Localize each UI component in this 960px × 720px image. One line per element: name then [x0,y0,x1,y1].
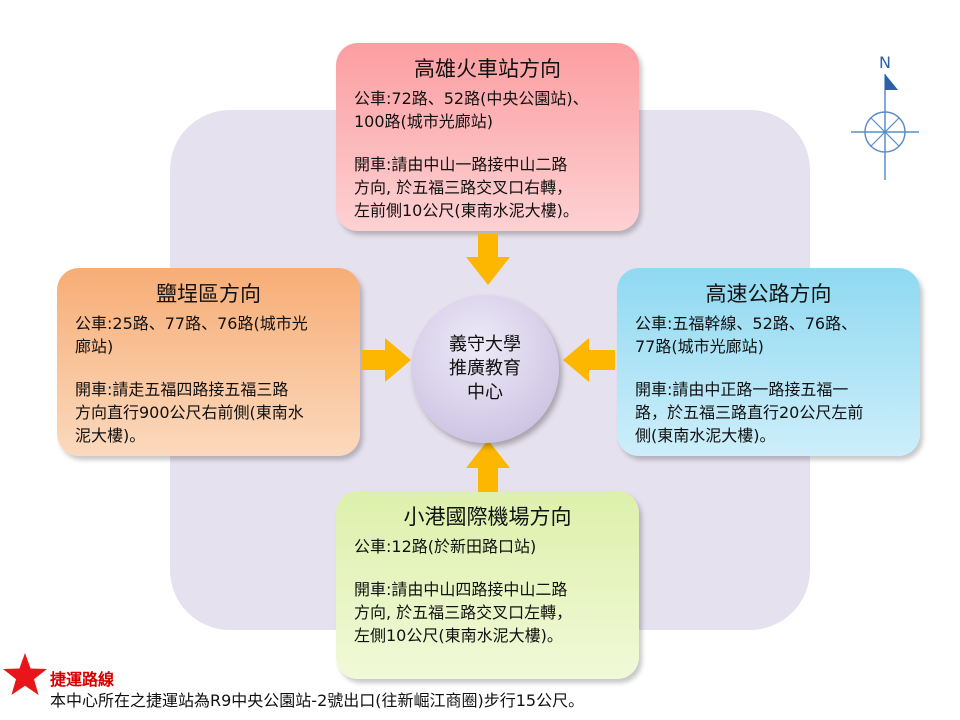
direction-box-kaohsiung-station: 高雄火車站方向 公車:72路、52路(中央公園站)、 100路(城市光廊站) 開… [336,43,639,231]
mrt-title: 捷運路線 [50,670,115,689]
box-title: 高雄火車站方向 [414,57,561,81]
box-title: 鹽埕區方向 [156,282,261,306]
car-line: 開車:請走五福四路接五福三路 [75,380,289,399]
car-line: 泥大樓)。 [75,426,146,445]
box-title: 高速公路方向 [705,282,832,306]
bus-line: 廊站) [75,337,114,356]
car-line: 方向, 於五福三路交叉口左轉， [354,603,573,622]
car-line: 側(東南水泥大樓)。 [635,426,776,445]
bus-line: 公車:五福幹線、52路、76路、 [635,314,858,333]
bus-line: 公車:25路、77路、76路(城市光 [75,314,308,333]
car-line: 方向, 於五福三路交叉口右轉， [354,178,573,197]
center-node-isu-extension-center: 義守大學 推廣教育 中心 [411,295,559,443]
arrow-left-icon [563,338,615,382]
arrow-right-icon [361,338,411,382]
bus-line: 公車:72路、52路(中央公園站)、 [354,89,589,108]
arrow-up-icon [466,440,510,492]
compass: N [843,50,923,189]
arrow-down-icon [466,233,510,285]
direction-box-airport: 小港國際機場方向 公車:12路(於新田路口站) 開車:請由中山四路接中山二路 方… [336,491,639,679]
box-title: 小港國際機場方向 [403,505,572,529]
car-line: 方向直行900公尺右前側(東南水 [75,403,304,422]
center-label-line: 義守大學 [449,334,521,355]
car-line: 開車:請由中山四路接中山二路 [354,580,568,599]
car-line: 左側10公尺(東南水泥大樓)。 [354,626,563,645]
bus-line: 77路(城市光廊站) [635,337,764,356]
mrt-description: 本中心所在之捷運站為R9中央公園站-2號出口(往新崛江商圈)步行15公尺。 [50,691,585,710]
direction-box-yancheng: 鹽埕區方向 公車:25路、77路、76路(城市光 廊站) 開車:請走五福四路接五… [57,268,360,456]
red-star-icon [3,653,47,695]
car-line: 路，於五福三路直行20公尺左前 [635,403,864,422]
center-label-line: 中心 [467,382,503,403]
car-line: 開車:請由中正路一路接五福一 [635,380,849,399]
mrt-legend: 捷運路線 本中心所在之捷運站為R9中央公園站-2號出口(往新崛江商圈)步行15公… [0,652,960,720]
car-line: 左前側10公尺(東南水泥大樓)。 [354,201,579,220]
bus-line: 100路(城市光廊站) [354,112,494,131]
direction-box-highway: 高速公路方向 公車:五福幹線、52路、76路、 77路(城市光廊站) 開車:請由… [617,268,920,456]
compass-rose-icon: N [851,53,919,180]
car-line: 開車:請由中山一路接中山二路 [354,155,568,174]
bus-line: 公車:12路(於新田路口站) [354,537,537,556]
compass-north-label: N [879,53,891,72]
center-label-line: 推廣教育 [449,358,521,379]
